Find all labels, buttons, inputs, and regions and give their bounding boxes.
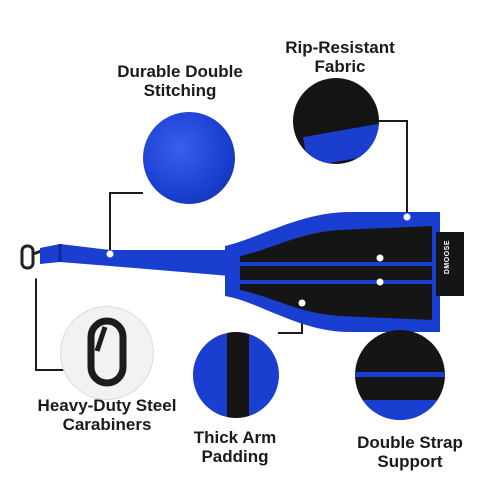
strap-line2: Support (377, 452, 443, 471)
padding-line1: Thick Arm (193, 428, 277, 447)
brand-label: DMOOSE (444, 240, 451, 275)
pointer-dot-stitching (106, 250, 114, 258)
carabiner-icon (87, 317, 127, 387)
strap-tail (40, 244, 230, 276)
fabric-detail-circle (293, 78, 379, 164)
fabric-line2: Fabric (314, 57, 366, 76)
stitching-label: Durable Double Stitching (110, 62, 250, 100)
arm-pad (240, 226, 432, 320)
stitching-detail-circle (143, 112, 235, 204)
stitching-line1: Durable Double (117, 62, 243, 81)
padding-detail-circle (193, 332, 279, 418)
strap-detail-circle (355, 330, 445, 420)
carabiners-line1: Heavy-Duty Steel (37, 396, 177, 415)
padding-label: Thick Arm Padding (187, 428, 283, 466)
connector-stitching (109, 192, 143, 254)
strap-line1: Double Strap (357, 433, 463, 452)
stitching-line2: Stitching (143, 81, 217, 100)
padding-line2: Padding (201, 447, 269, 466)
carabiners-label: Heavy-Duty Steel Carabiners (32, 396, 182, 434)
fabric-label: Rip-Resistant Fabric (282, 38, 398, 76)
strap-label: Double Strap Support (354, 433, 466, 471)
brand-patch (436, 232, 464, 296)
connector-fabric (377, 120, 408, 217)
carabiners-line2: Carabiners (62, 415, 152, 434)
carabiner-detail-circle (60, 306, 154, 400)
fabric-line1: Rip-Resistant (285, 38, 395, 57)
